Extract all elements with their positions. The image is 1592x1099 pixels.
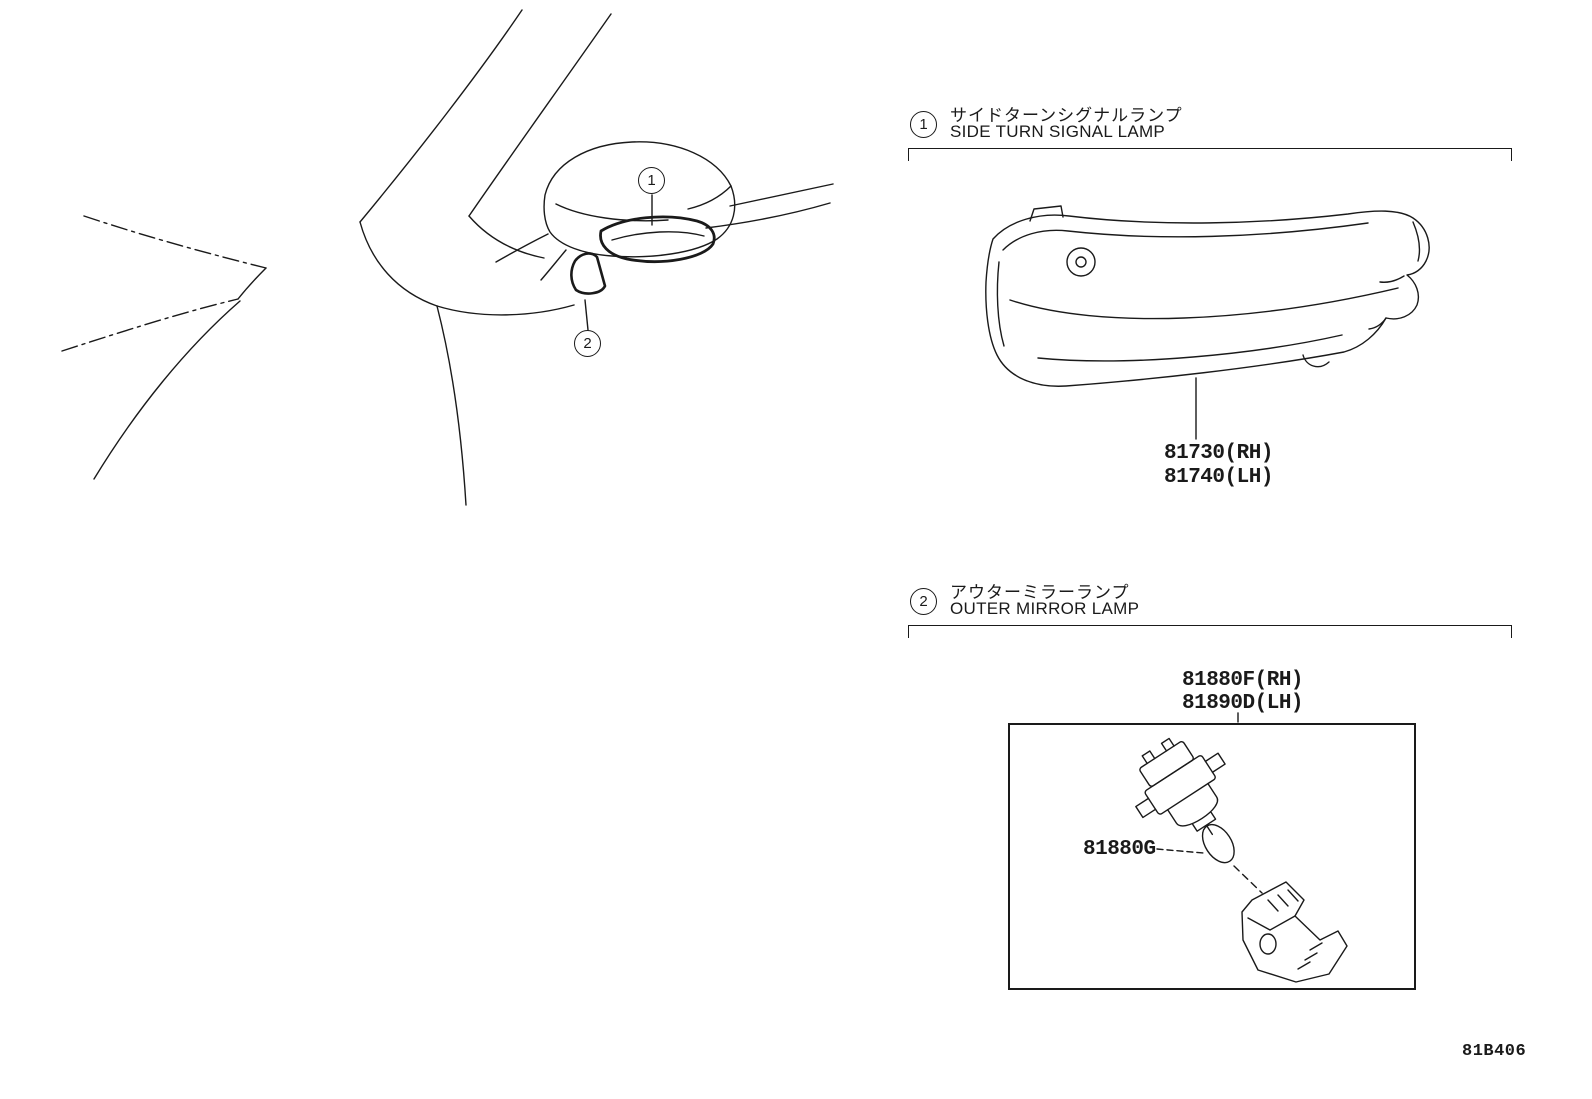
side-turn-signal-lamp-highlight	[599, 215, 716, 263]
side-turn-signal-lamp-part-drawing	[985, 205, 1430, 440]
part-number-81880g: 81880G	[1083, 838, 1156, 861]
section-1-callout-circle: 1	[910, 111, 937, 138]
section-2-title-ja: アウターミラーランプ	[950, 583, 1130, 602]
section-2-title-en: OUTER MIRROR LAMP	[950, 599, 1140, 618]
section-2-bracket	[908, 625, 1512, 638]
part-number-81890d-lh: 81890D(LH)	[1182, 692, 1304, 715]
outer-mirror-lamp-part-box	[1008, 723, 1416, 990]
callout-2-circle: 2	[574, 330, 601, 357]
section-1-title-en: SIDE TURN SIGNAL LAMP	[950, 122, 1166, 141]
diagram-code: 81B406	[1462, 1042, 1527, 1061]
part-number-81730-rh: 81730(RH)	[1164, 442, 1273, 465]
callout-1-circle: 1	[638, 167, 665, 194]
section-1-bracket	[908, 148, 1512, 161]
outer-mirror-lamp-highlight	[570, 252, 607, 295]
bulb-part-leader	[1156, 848, 1204, 854]
bulb-socket-drawing	[1135, 737, 1263, 894]
section-2-callout-circle: 2	[910, 588, 937, 615]
section-1-callout-number: 1	[919, 116, 928, 133]
callout-1-number: 1	[647, 172, 656, 189]
part-number-81740-lh: 81740(LH)	[1164, 466, 1273, 489]
vehicle-mirror-location-drawing	[61, 9, 834, 506]
section-2-callout-number: 2	[919, 593, 928, 610]
section-1-title-ja: サイドターンシグナルランプ	[950, 106, 1183, 125]
lamp-holder-bracket-drawing	[1241, 881, 1348, 983]
callout-2-number: 2	[583, 335, 592, 352]
part-number-81880f-rh: 81880F(RH)	[1182, 669, 1304, 692]
callout-2-leader	[584, 299, 589, 331]
